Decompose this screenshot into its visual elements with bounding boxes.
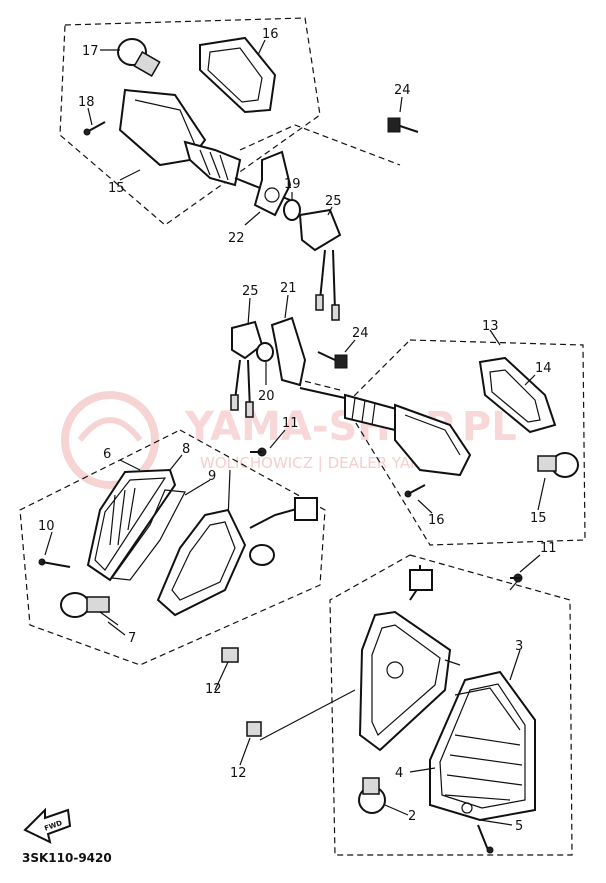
callout-label: 17	[82, 44, 99, 59]
callout-label: 2	[408, 809, 416, 824]
screw-11-lower	[510, 573, 523, 583]
watermark-logo	[61, 391, 159, 489]
callout-label: 11	[282, 416, 299, 431]
callout-label: 21	[280, 281, 297, 296]
callout-label: 13	[482, 319, 499, 334]
callout-label: 3	[515, 639, 523, 654]
bulb-15	[537, 452, 579, 478]
leader-line	[239, 124, 401, 166]
nut-12-lower	[246, 721, 262, 737]
grommet-25-upper	[298, 208, 342, 321]
callout-label: 7	[128, 631, 136, 646]
callout-label: 16	[428, 513, 445, 528]
callout-label: 5	[515, 819, 523, 834]
bracket-22	[270, 316, 307, 387]
callout-label: 20	[258, 389, 275, 404]
callout-label: 24	[394, 83, 411, 98]
callout-label: 24	[352, 326, 369, 341]
callout-label: 4	[395, 766, 403, 781]
outline-17-assembly	[59, 17, 321, 226]
lens-18	[199, 36, 277, 114]
callout-label: 18	[78, 95, 95, 110]
grommet-21-upper	[283, 199, 301, 221]
callout-label: 22	[228, 231, 245, 246]
outline-13-assembly	[344, 339, 586, 546]
diagram-code: 3SK110-9420	[22, 851, 112, 865]
watermark-subtitle: WOLICHOWICZ | DEALER YAMAHA	[200, 454, 456, 472]
callout-label: 11	[540, 541, 557, 556]
callout-leaders	[44, 39, 546, 826]
callout-label: 10	[38, 519, 55, 534]
screw-11-upper	[250, 447, 267, 457]
callout-label: 16	[262, 27, 279, 42]
gasket-4	[454, 687, 521, 731]
callout-label: 8	[182, 442, 190, 457]
bulb-19	[117, 38, 161, 77]
lens-3	[429, 670, 536, 822]
callout-label: 19	[284, 177, 301, 192]
fwd-arrow-icon: FWD	[23, 807, 72, 844]
grommet-25-lower	[230, 320, 264, 418]
leader-line	[259, 689, 356, 741]
housing-front-left	[156, 497, 318, 617]
screw-16	[404, 484, 426, 498]
bulb-2	[358, 777, 386, 814]
callout-label: 15	[108, 181, 125, 196]
bracket-23	[253, 150, 292, 217]
housing-front-right	[358, 565, 461, 752]
bolt-24-upper	[387, 117, 419, 133]
lens-14	[478, 356, 557, 434]
leader-line	[299, 379, 341, 391]
bulb-7	[60, 592, 119, 626]
callout-label: 12	[230, 766, 247, 781]
callout-labels: 17 16 18 15 24 19 25 22 21 25 24 20 13 1…	[38, 27, 557, 834]
rear-flasher-right	[299, 387, 472, 477]
callout-label: 25	[325, 194, 342, 209]
callout-label: 6	[103, 447, 111, 462]
callout-label: 15	[530, 511, 547, 526]
screw-5	[461, 802, 494, 854]
gasket-9	[110, 489, 186, 581]
grommet-21-lower	[256, 342, 274, 362]
nut-12-upper	[221, 647, 239, 663]
callout-label: 25	[242, 284, 259, 299]
screw-10	[38, 558, 71, 568]
bolt-24-lower	[317, 351, 348, 369]
outline-6-assembly	[19, 429, 326, 666]
callout-label: 12	[205, 682, 222, 697]
callout-label: 14	[535, 361, 552, 376]
callout-label: 9	[208, 469, 216, 484]
